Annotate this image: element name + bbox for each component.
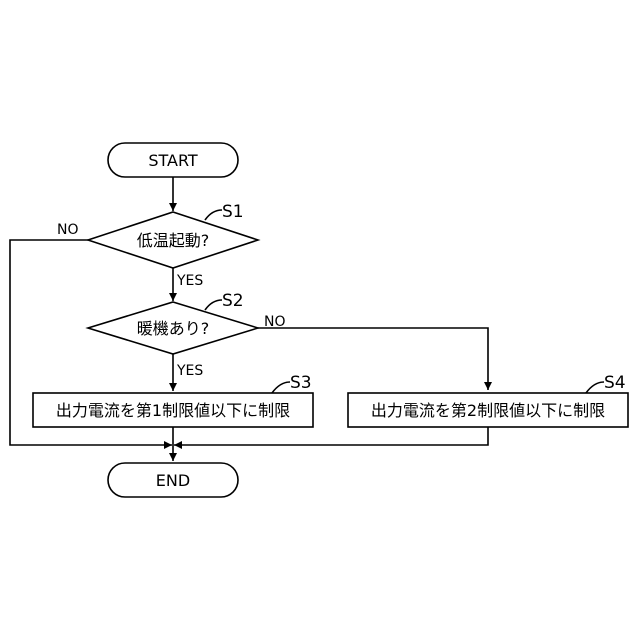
step-s4-label: S4 <box>604 373 626 393</box>
end-label: END <box>156 471 190 490</box>
decision-low-temp-start-label: 低温起動? <box>137 231 210 250</box>
step-s2-label: S2 <box>222 291 244 311</box>
step-s1-label: S1 <box>222 202 244 222</box>
step-s1-leader <box>205 210 222 220</box>
arrow-p2-to-end <box>174 427 488 445</box>
d1-no-label: NO <box>57 222 79 238</box>
d2-no-label: NO <box>264 314 286 330</box>
d2-yes-label: YES <box>176 363 203 379</box>
decision-warmup-label: 暖機あり? <box>137 319 210 338</box>
step-s3-leader <box>272 382 290 393</box>
start-label: START <box>148 151 198 170</box>
d1-yes-label: YES <box>176 273 203 289</box>
step-s4-leader <box>586 382 604 393</box>
process-second-limit-label: 出力電流を第2制限値以下に制限 <box>371 401 605 420</box>
process-first-limit-label: 出力電流を第1制限値以下に制限 <box>56 401 290 420</box>
step-s2-leader <box>205 300 222 310</box>
step-s3-label: S3 <box>290 373 312 393</box>
